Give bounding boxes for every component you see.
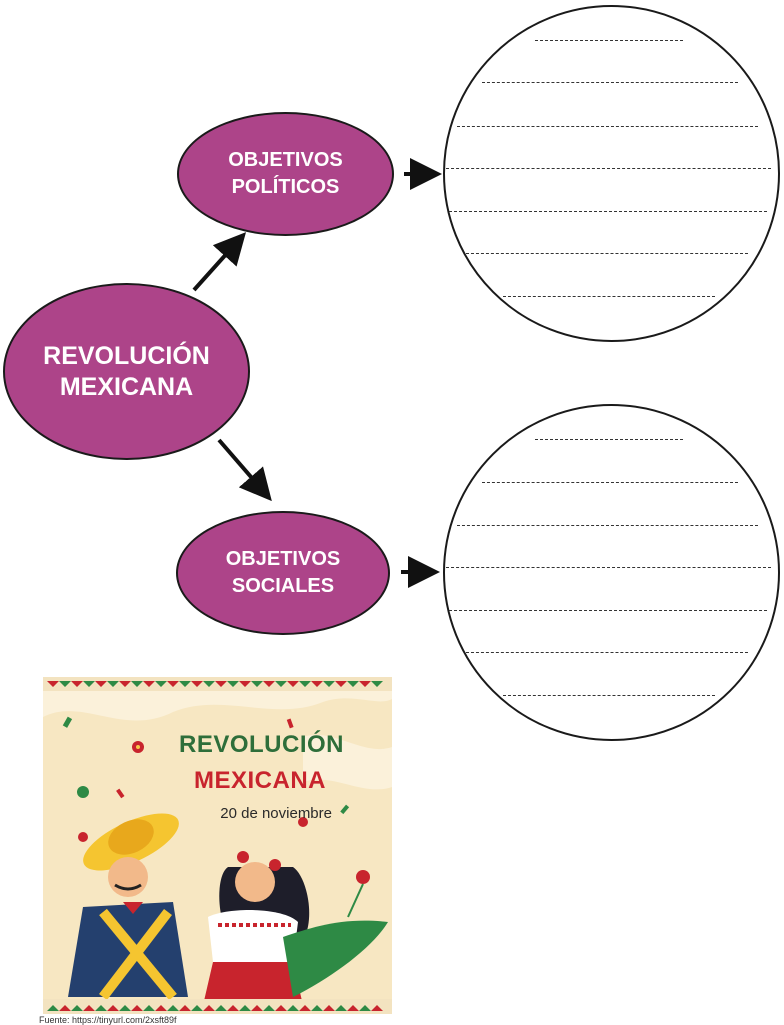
writing-line[interactable] (503, 695, 715, 696)
writing-line[interactable] (466, 652, 748, 653)
answer-circle-sociales (443, 404, 780, 741)
source-caption: Fuente: https://tinyurl.com/2xsft89f (39, 1015, 177, 1025)
writing-line[interactable] (449, 610, 767, 611)
writing-line[interactable] (449, 211, 767, 212)
poster-date: 20 de noviembre (220, 805, 332, 822)
objetivos-politicos-label: OBJETIVOS POLÍTICOS (228, 149, 343, 198)
flower-icon (356, 870, 370, 884)
main-concept-label: REVOLUCIÓN MEXICANA (43, 341, 210, 401)
objetivos-sociales-label: OBJETIVOS SOCIALES (225, 548, 341, 597)
top-border-pattern (47, 681, 371, 687)
answer-circle-politicos (443, 5, 780, 342)
writing-line[interactable] (466, 253, 748, 254)
revolucion-poster: REVOLUCIÓN MEXICANA 20 de noviembre (43, 677, 392, 1014)
writing-line[interactable] (535, 439, 683, 440)
objetivos-sociales-node: OBJETIVOS SOCIALES (176, 511, 390, 635)
objetivos-politicos-node: OBJETIVOS POLÍTICOS (177, 112, 394, 236)
writing-line[interactable] (503, 296, 715, 297)
writing-line[interactable] (446, 567, 771, 568)
writing-line[interactable] (457, 525, 758, 526)
woman-figure (201, 851, 388, 1014)
man-figure (68, 813, 188, 1001)
writing-line[interactable] (535, 40, 683, 41)
poster-illustration (43, 677, 392, 1014)
arrow-to-politicos-icon (192, 232, 247, 292)
flower-icon (77, 786, 89, 798)
flower-icon (298, 817, 308, 827)
writing-line[interactable] (482, 482, 738, 483)
poster-title-line1: REVOLUCIÓN (178, 731, 344, 758)
poster-title-line2: MEXICANA (193, 767, 326, 794)
arrow-to-sociales-icon (217, 438, 272, 502)
flower-icon (78, 832, 88, 842)
writing-line[interactable] (482, 82, 738, 83)
main-concept-node: REVOLUCIÓN MEXICANA (3, 283, 250, 460)
writing-line[interactable] (457, 126, 758, 127)
writing-line[interactable] (446, 168, 771, 169)
